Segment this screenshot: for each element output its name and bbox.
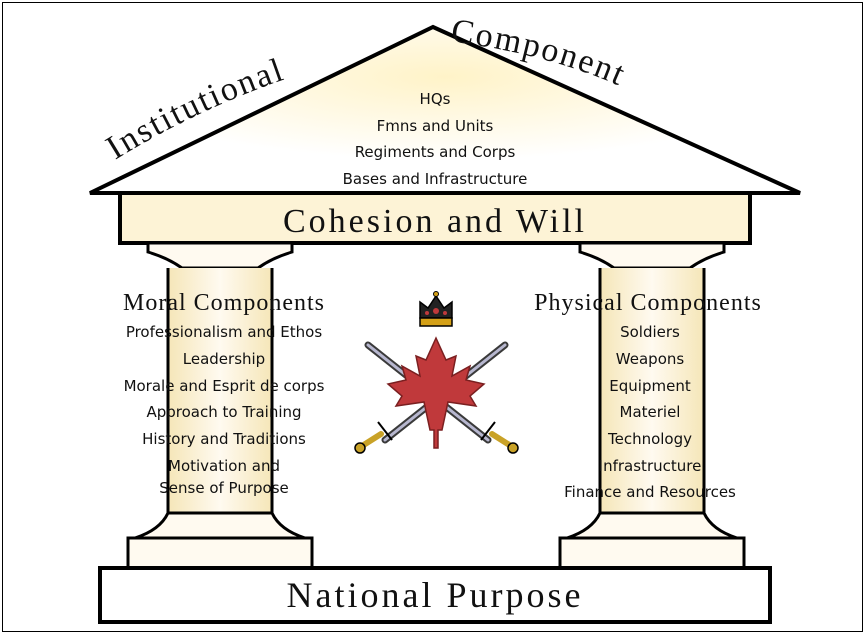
crown-icon xyxy=(419,291,453,327)
physical-item: Finance and Resources xyxy=(564,483,736,501)
moral-components: Moral Components Professionalism and Eth… xyxy=(123,290,325,497)
moral-item: Professionalism and Ethos xyxy=(126,323,323,341)
physical-item: Weapons xyxy=(616,350,685,368)
moral-item: History and Traditions xyxy=(142,430,306,448)
beam-block xyxy=(118,191,752,245)
moral-components-title: Moral Components xyxy=(123,290,325,316)
physical-item: Soldiers xyxy=(620,323,680,341)
army-emblem-icon xyxy=(354,291,519,454)
moral-item: Leadership xyxy=(183,350,265,368)
roof-item: Fmns and Units xyxy=(377,117,494,135)
left-pillar xyxy=(126,241,314,570)
physical-item: Materiel xyxy=(620,403,681,421)
base: National Purpose xyxy=(98,566,772,624)
maple-leaf-icon xyxy=(386,336,486,449)
roof: Institutional Component HQs Fmns and Uni… xyxy=(89,12,801,195)
right-pillar xyxy=(558,241,746,570)
right-shaft xyxy=(600,268,704,513)
beam-title: Cohesion and Will xyxy=(283,203,587,240)
physical-item: Equipment xyxy=(609,377,691,395)
physical-item: Technology xyxy=(607,430,692,448)
left-shaft xyxy=(168,268,272,513)
moral-item: Motivation and xyxy=(168,457,280,475)
left-capital xyxy=(146,241,294,270)
base-block xyxy=(98,566,772,624)
right-capital xyxy=(578,241,726,270)
beam: Cohesion and Will xyxy=(118,191,752,245)
moral-item: Sense of Purpose xyxy=(159,479,289,497)
physical-item: Infrastructure xyxy=(599,457,702,475)
physical-components: Physical Components Soldiers Weapons Equ… xyxy=(534,290,762,501)
base-title: National Purpose xyxy=(287,575,584,615)
roof-item: Bases and Infrastructure xyxy=(343,170,528,188)
roof-item: Regiments and Corps xyxy=(355,143,516,161)
roof-item: HQs xyxy=(420,90,451,108)
moral-item: Approach to Training xyxy=(146,403,301,421)
right-plinth xyxy=(566,511,738,540)
moral-item: Morale and Esprit de corps xyxy=(124,377,325,395)
left-plinth xyxy=(134,511,306,540)
physical-components-title: Physical Components xyxy=(534,290,762,316)
